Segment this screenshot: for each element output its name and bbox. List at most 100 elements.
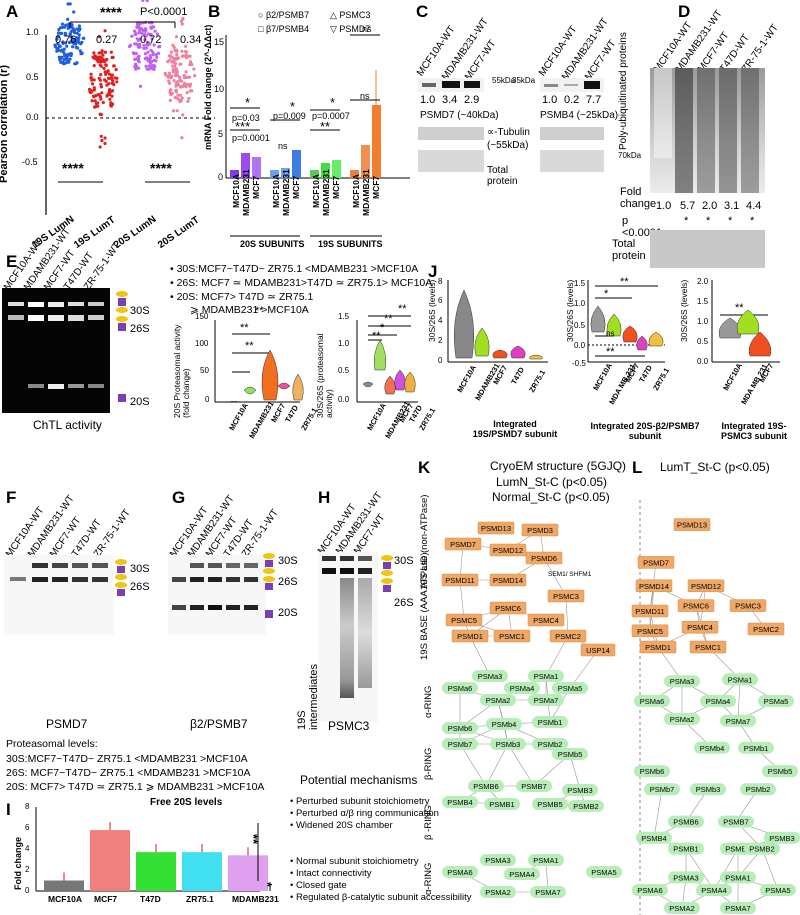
a-point (94, 102, 99, 106)
a-point (67, 25, 71, 30)
a-point (153, 29, 157, 33)
network-node-label: PSMB7 (521, 782, 546, 791)
panel-h-letter: H (318, 488, 331, 507)
a-point (53, 45, 58, 49)
a-point (137, 54, 141, 58)
network-node (696, 884, 732, 896)
panel-j-letter: J (428, 262, 438, 281)
network-node-label: PSMa6 (640, 697, 665, 706)
a-point (184, 44, 188, 48)
mech2-0: • Normal subunit stoichiometry (290, 856, 419, 867)
b-sig-1: * (245, 95, 251, 110)
network-node (586, 866, 622, 878)
a-point (146, 50, 150, 54)
a-point (138, 84, 143, 88)
a-point (94, 105, 98, 109)
a-point (180, 96, 184, 100)
a-point (70, 39, 74, 43)
e-v2-ylabel: 30S/26S (proteasomal activity) (315, 333, 335, 418)
k-title-2: LumN_St-C (p<0.05) (496, 475, 608, 489)
network-node-label: PSMB6 (673, 818, 698, 827)
network-node-label: PSMD11 (445, 576, 474, 585)
j-sig-1: * (604, 288, 609, 300)
network-node (504, 682, 540, 694)
a-point (63, 41, 68, 45)
a-point (103, 50, 107, 54)
network-node-label: PSMA1 (533, 856, 558, 865)
a-point (145, 0, 149, 3)
e-bullet-1: • 30S:MCF7~T47D~ ZR75.1 <MDAMB231 >MCF10… (170, 263, 419, 275)
network-node-label: PSMa4 (510, 684, 535, 693)
a-point (66, 2, 70, 6)
b-xlabel-7: MDAMB231 (321, 169, 331, 217)
d-fold-2: 5.7 (680, 200, 696, 212)
a-point (133, 29, 137, 33)
a-point (173, 68, 177, 73)
network-node (694, 741, 730, 754)
network-node-label: PSMa6 (448, 684, 473, 693)
c-kda-2: 35kDa (512, 76, 536, 85)
a-sig-right: **** (150, 160, 172, 176)
network-node-label: PSMB4 (641, 834, 666, 843)
a-point (175, 53, 179, 57)
e-band-20s: 20S (130, 396, 150, 408)
h-blot (318, 552, 378, 722)
a-point (88, 89, 92, 94)
d-star-4: * (750, 215, 755, 227)
network-node-label: PSMa1 (728, 675, 753, 684)
network-node (530, 886, 566, 898)
a-ytick-1: 1.0 (26, 27, 39, 37)
a-point (97, 35, 101, 39)
network-node (480, 694, 516, 706)
a-point (72, 30, 77, 35)
network-node (762, 765, 798, 778)
a-point (178, 100, 182, 104)
e-band-30s: 30S (130, 305, 150, 317)
network-node-label: PSMA2 (669, 904, 694, 913)
f-blot (4, 555, 114, 635)
a-point (90, 78, 94, 82)
network-node (744, 842, 780, 855)
i-yt-4: 4 (25, 844, 30, 853)
j-v1-yt-5: 0 (438, 356, 443, 365)
h-band-icons (381, 555, 393, 592)
a-point (68, 32, 72, 36)
network-node-label: PSMD11 (635, 607, 664, 616)
network-edge (569, 649, 599, 689)
a-point (184, 70, 188, 74)
network-node-label: PSMb1 (538, 718, 563, 727)
j-v3-ylabel: 30S/26S (levels) (679, 279, 689, 342)
a-point (180, 49, 184, 53)
network-node-label: PSMa7 (534, 696, 559, 705)
f-caption: PSMD7 (46, 717, 88, 731)
network-node (720, 902, 756, 914)
a-point (172, 79, 176, 83)
levels-title: Proteasomal levels: (6, 738, 98, 750)
network-node (668, 815, 704, 828)
e-gel (2, 288, 110, 413)
g-band-20s: 20S (278, 607, 298, 619)
c-blot-total-2 (540, 150, 604, 172)
network-node (720, 714, 756, 727)
e-violins (214, 315, 418, 403)
e-v2-yt-4: 0.0 (338, 395, 350, 404)
network-node-label: PSMC3 (735, 602, 761, 611)
b-xlabel-0: MCF10A (231, 173, 241, 208)
a-point (157, 45, 161, 49)
a-point (155, 32, 160, 36)
network-node (690, 783, 726, 796)
b-group-20s: 20S SUBUNITS (240, 239, 305, 249)
c-label-psmb4: PSMB4 (~25kDa) (540, 110, 619, 121)
h-band-30s: 30S (394, 555, 414, 567)
b-ytick-10: 10 (214, 84, 225, 94)
a-point (96, 55, 100, 60)
network-node-label: PSMC4 (533, 616, 559, 625)
a-point (106, 93, 110, 97)
network-node-label: PSMb7 (448, 740, 473, 749)
network-node-label: PSMa7 (726, 717, 751, 726)
g-band-icons (263, 553, 275, 618)
a-point (134, 67, 138, 71)
a-point (174, 35, 179, 39)
h-band-26s: 26S (394, 597, 414, 609)
a-point (110, 94, 114, 98)
